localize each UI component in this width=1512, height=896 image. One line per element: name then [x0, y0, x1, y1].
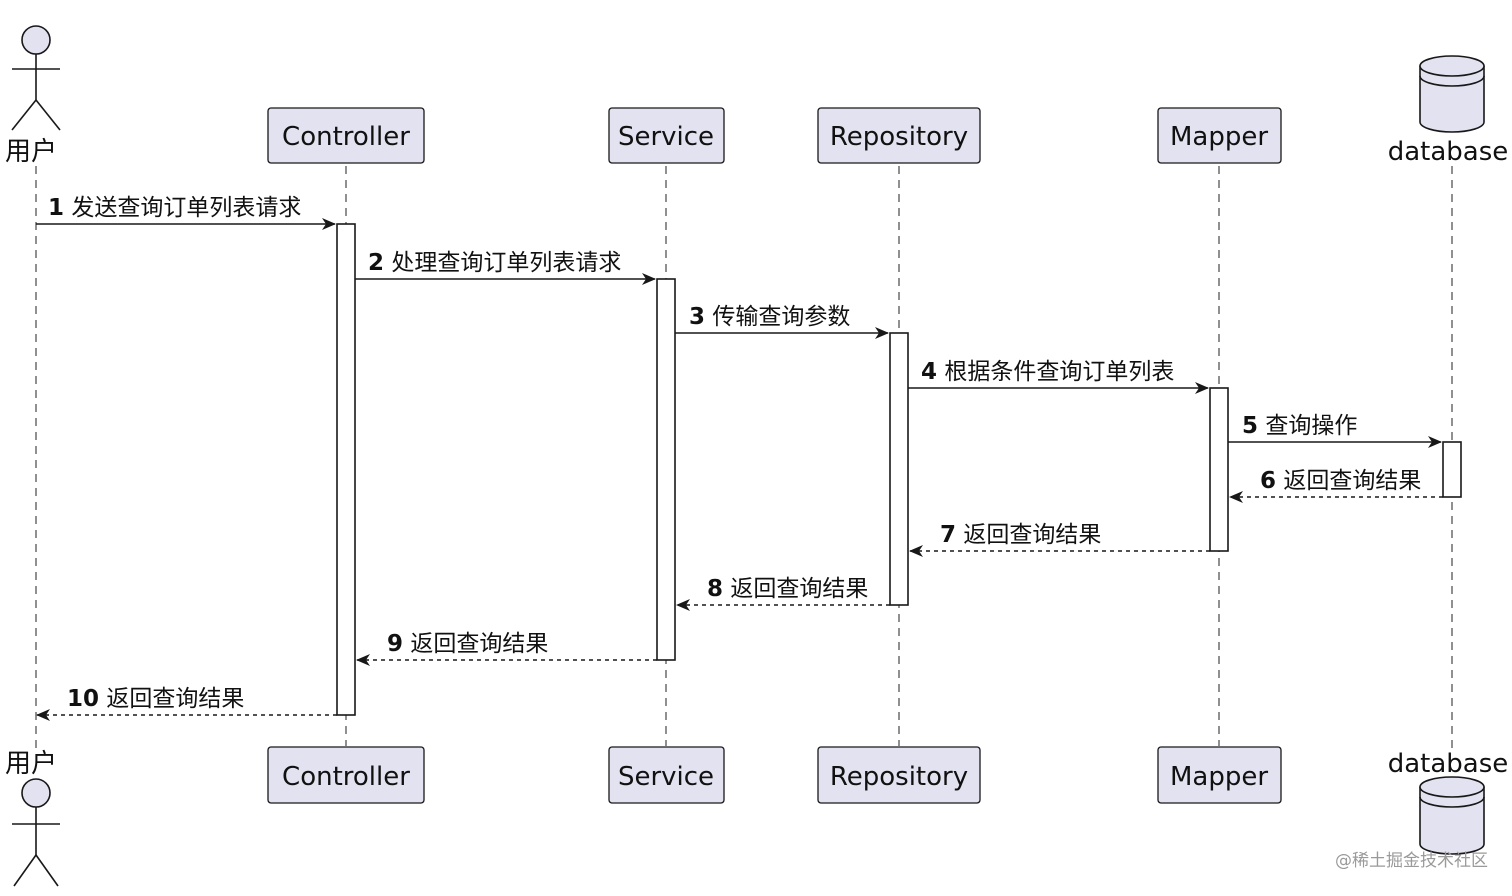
participant-label: 用户: [5, 749, 57, 779]
participant-label: Mapper: [1170, 122, 1268, 152]
message-label: 2 处理查询订单列表请求: [368, 250, 621, 276]
database-cylinder-icon: [1419, 776, 1485, 855]
participant-mapper-bottom: Mapper: [1157, 746, 1282, 804]
participant-controller-bottom: Controller: [267, 746, 425, 804]
participant-label: Repository: [830, 122, 968, 152]
actor-figure-icon: [11, 25, 61, 131]
message-3: 3 传输查询参数: [675, 304, 889, 339]
message-text: 返回查询结果: [730, 576, 868, 602]
participant-controller-top: Controller: [267, 107, 425, 164]
message-text: 返回查询结果: [410, 631, 548, 657]
message-5: 5 查询操作: [1228, 413, 1442, 448]
message-label: 5 查询操作: [1242, 413, 1357, 439]
message-text: 根据条件查询订单列表: [944, 359, 1174, 385]
message-10: 10 返回查询结果: [36, 686, 337, 721]
activation-database: [1442, 441, 1462, 498]
actor-user-top: 用户: [5, 25, 61, 167]
message-8: 8 返回查询结果: [676, 576, 890, 611]
participant-label: Service: [618, 762, 714, 792]
message-text: 发送查询订单列表请求: [71, 195, 301, 221]
watermark: @稀土掘金技术社区: [1335, 851, 1488, 871]
participant-label: Controller: [282, 762, 410, 792]
participant-label: Repository: [830, 762, 968, 792]
message-number: 7: [940, 522, 956, 548]
participant-label: Controller: [282, 122, 410, 152]
message-label: 1 发送查询订单列表请求: [48, 195, 301, 221]
participant-label: Service: [618, 122, 714, 152]
message-text: 处理查询订单列表请求: [391, 250, 621, 276]
database-cylinder-icon: [1419, 55, 1485, 133]
message-text: 返回查询结果: [106, 686, 244, 712]
activation-repository: [889, 332, 909, 606]
message-number: 1: [48, 195, 64, 221]
participant-label: Mapper: [1170, 762, 1268, 792]
message-text: 查询操作: [1265, 413, 1357, 439]
message-number: 10: [67, 686, 99, 712]
message-number: 4: [921, 359, 937, 385]
message-4: 4 根据条件查询订单列表: [908, 359, 1209, 394]
message-label: 6 返回查询结果: [1260, 468, 1421, 494]
participant-service-top: Service: [608, 107, 725, 164]
message-7: 7 返回查询结果: [909, 522, 1210, 557]
message-number: 3: [689, 304, 705, 330]
participant-repository-top: Repository: [817, 107, 981, 164]
participant-database-bottom: database: [1388, 749, 1509, 855]
message-text: 返回查询结果: [963, 522, 1101, 548]
participant-label: 用户: [5, 137, 57, 167]
message-6: 6 返回查询结果: [1229, 468, 1443, 503]
message-number: 5: [1242, 413, 1258, 439]
message-label: 9 返回查询结果: [387, 631, 548, 657]
participant-label: database: [1388, 137, 1509, 167]
participant-repository-bottom: Repository: [817, 746, 981, 804]
message-9: 9 返回查询结果: [356, 631, 657, 666]
message-label: 7 返回查询结果: [940, 522, 1101, 548]
message-label: 3 传输查询参数: [689, 304, 850, 330]
message-number: 6: [1260, 468, 1276, 494]
message-2: 2 处理查询订单列表请求: [355, 250, 656, 285]
activation-controller: [336, 223, 356, 716]
participant-service-bottom: Service: [608, 746, 725, 804]
message-text: 传输查询参数: [712, 304, 850, 330]
message-label: 8 返回查询结果: [707, 576, 868, 602]
actor-user-bottom: 用户: [5, 749, 60, 887]
actor-figure-icon: [12, 778, 60, 887]
participant-mapper-top: Mapper: [1157, 107, 1282, 164]
message-label: 4 根据条件查询订单列表: [921, 359, 1174, 385]
activation-service: [656, 278, 676, 661]
message-number: 8: [707, 576, 723, 602]
activation-mapper: [1209, 387, 1229, 552]
message-1: 1 发送查询订单列表请求: [36, 195, 336, 230]
message-label: 10 返回查询结果: [67, 686, 244, 712]
participant-database-top: database: [1388, 55, 1509, 167]
message-number: 9: [387, 631, 403, 657]
message-text: 返回查询结果: [1283, 468, 1421, 494]
message-number: 2: [368, 250, 384, 276]
participant-label: database: [1388, 749, 1509, 779]
